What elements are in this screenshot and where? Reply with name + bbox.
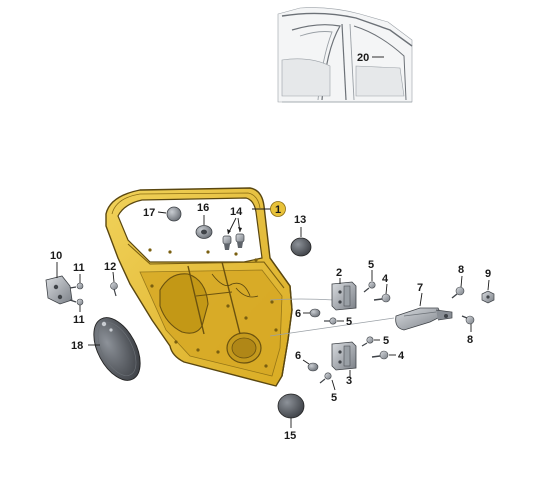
- rear-door-shell: [105, 187, 293, 387]
- callout-3: 3: [346, 375, 352, 387]
- part-11-screws: 11 11: [69, 262, 85, 326]
- hinge-alignment-lines: [269, 298, 395, 337]
- callout-11-top: 11: [73, 262, 85, 274]
- callout-5-d: 5: [331, 392, 337, 404]
- callout-1: 1: [275, 204, 281, 216]
- callout-12: 12: [104, 261, 116, 273]
- callout-5-a: 5: [368, 259, 374, 271]
- part-12-screw: 12: [104, 261, 118, 297]
- part-3-lower-hinge: 3: [331, 341, 357, 387]
- callout-5-b: 5: [346, 316, 352, 328]
- part-18-oval-cover: 18: [71, 317, 141, 381]
- part-8-bolts: 8 8: [451, 264, 475, 346]
- callout-17: 17: [143, 207, 155, 219]
- callout-6-a: 6: [295, 308, 301, 320]
- callout-16: 16: [197, 202, 209, 214]
- part-2-upper-hinge: 2: [331, 267, 357, 311]
- callout-4-a: 4: [382, 273, 389, 285]
- callout-2: 2: [336, 267, 342, 279]
- part-17-plug: 17: [143, 206, 182, 222]
- callout-8-b: 8: [467, 334, 473, 346]
- part-9-nut: 9: [481, 268, 495, 304]
- callout-6-b: 6: [295, 350, 301, 362]
- part-14-clips: 14: [222, 206, 245, 250]
- callout-9: 9: [485, 268, 491, 280]
- part-4-screws: 4 4: [371, 273, 405, 362]
- callout-18: 18: [71, 340, 83, 352]
- callout-4-b: 4: [398, 350, 405, 362]
- callout-8-a: 8: [458, 264, 464, 276]
- callout-20: 20: [357, 52, 369, 64]
- part-5-bolts: 5 5 5 5: [319, 259, 389, 404]
- callout-15: 15: [284, 430, 296, 442]
- callout-13: 13: [294, 214, 306, 226]
- part-6-washers: 6 6: [295, 308, 321, 372]
- part-16-grommet: 16: [195, 202, 213, 239]
- part-15-cap: 15: [277, 393, 305, 442]
- part-13-cap: 13: [290, 214, 312, 257]
- callout-7: 7: [417, 282, 423, 294]
- callout-5-c: 5: [383, 335, 389, 347]
- part-1-callout: 1: [252, 201, 286, 217]
- callout-14: 14: [230, 206, 243, 218]
- callout-10: 10: [50, 250, 62, 262]
- inset-body-pillar: 20: [277, 7, 413, 103]
- part-10-striker-bracket: 10: [45, 250, 73, 305]
- part-7-door-check: 7: [395, 282, 453, 331]
- callout-11-bottom: 11: [73, 314, 85, 326]
